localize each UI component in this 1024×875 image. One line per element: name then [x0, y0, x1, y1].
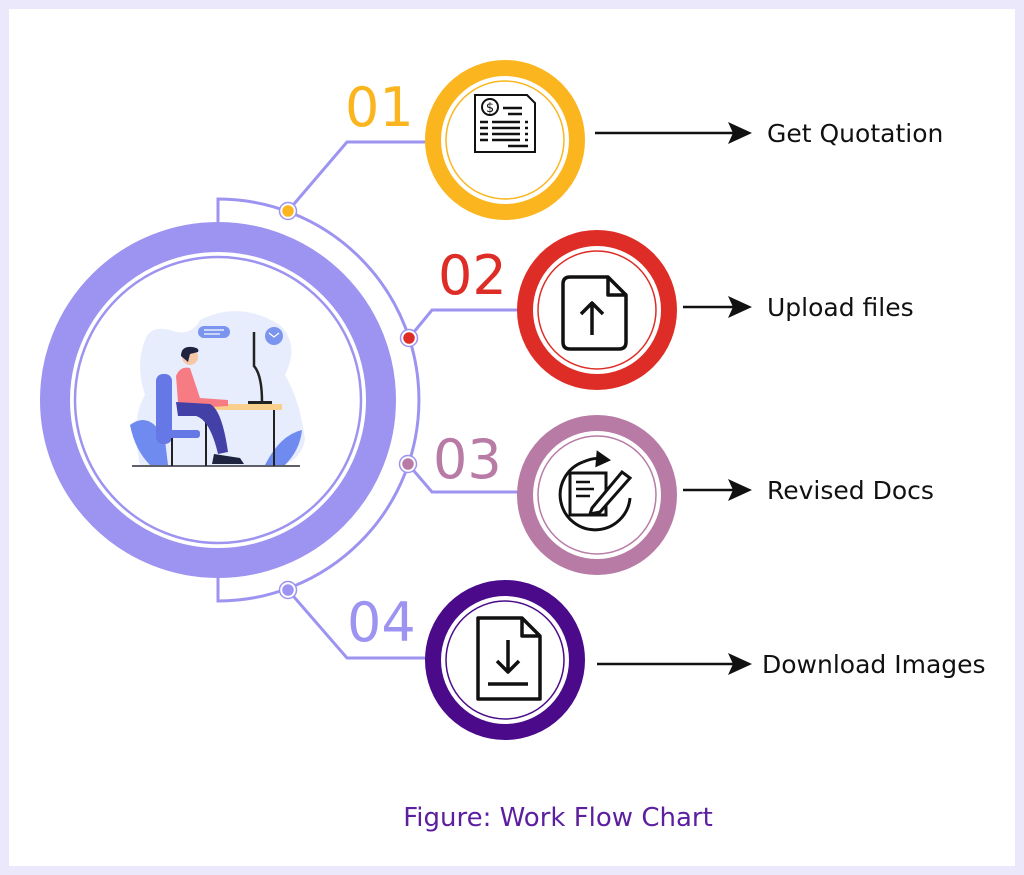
- arrow-head-4: [728, 653, 752, 675]
- step-2-circle[interactable]: [517, 230, 677, 390]
- step-3-number: 03: [433, 428, 502, 491]
- connector-3: [406, 463, 520, 494]
- step-4-circle[interactable]: [425, 580, 585, 740]
- file-download-icon: [476, 616, 542, 701]
- arrow-head-2: [728, 296, 752, 318]
- step-dot-3: [399, 455, 417, 473]
- step-3-circle[interactable]: [517, 415, 677, 575]
- step-1-circle[interactable]: $: [425, 60, 585, 220]
- step-4-number: 04: [347, 591, 416, 654]
- step-dot-2: [400, 329, 418, 347]
- figure-caption: Figure: Work Flow Chart: [403, 803, 713, 833]
- document-edit-refresh-icon: [558, 450, 633, 532]
- connector-1: [286, 140, 432, 212]
- step-2-label: Upload files: [767, 293, 914, 322]
- svg-text:$: $: [486, 101, 494, 116]
- step-2-number: 02: [438, 244, 507, 307]
- connector-2: [407, 308, 520, 339]
- step-4-label: Download Images: [762, 650, 986, 679]
- invoice-dollar-icon: $: [474, 94, 536, 153]
- arrow-head-1: [728, 122, 752, 144]
- step-1-number: 01: [345, 76, 414, 139]
- arrow-head-3: [728, 479, 752, 501]
- person-at-computer-illustration: [130, 311, 305, 467]
- step-dot-1: [279, 202, 297, 220]
- connector-4: [286, 589, 432, 660]
- connector-arc: [216, 197, 421, 603]
- step-1-label: Get Quotation: [767, 119, 943, 148]
- step-dot-4: [279, 581, 297, 599]
- step-3-label: Revised Docs: [767, 476, 934, 505]
- file-upload-icon: [561, 275, 628, 351]
